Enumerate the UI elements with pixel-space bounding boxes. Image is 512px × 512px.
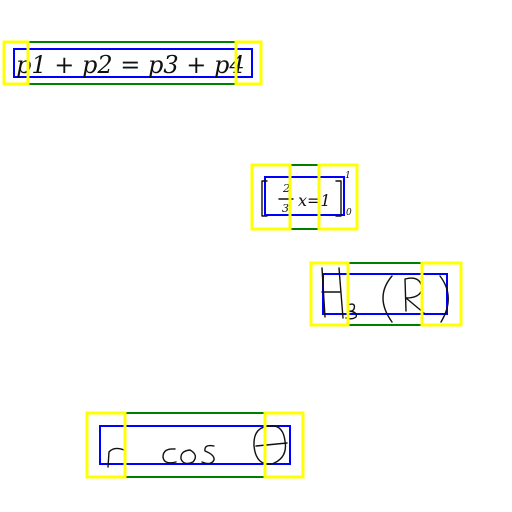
expression-1-inner-box [13,48,253,78]
expression-4-o [180,449,197,465]
expression-2-denominator: 3 [282,202,289,215]
expression-1-end-box [234,40,263,86]
expression-2-inner-box [264,176,345,216]
expression-4-r [107,447,125,468]
expression-4-s [201,444,215,465]
expression-1-handwriting: p1 + p2 = p3 + p4 [16,51,245,79]
expression-2-left-bracket [261,180,268,217]
expression-2-numerator: 2 [282,182,290,195]
expression-4 [85,411,305,479]
expression-1-text: p1 + p2 = p3 + p4 [16,51,245,79]
expression-4-start-box [85,411,127,479]
expression-2-upper-limit: 1 [345,171,351,181]
expression-3-outer-box [310,262,462,326]
expression-2-right-bracket [335,180,342,217]
expression-3-left-paren [382,275,393,323]
expression-2: 2 3 x=1 1 0 [250,163,359,231]
expression-1-start-box [2,40,30,86]
expression-1: p1 + p2 = p3 + p4 [2,40,263,86]
expression-3-end-box [420,261,463,327]
expression-3-H [321,267,344,319]
expression-2-start-box [250,163,292,231]
expression-2-handwriting: 2 3 x=1 1 0 [261,171,352,218]
expression-4-inner-box [99,425,291,465]
expression-4-c [162,448,177,464]
expression-3-start-box [309,261,350,327]
expression-2-lower-limit: 0 [346,208,352,218]
expression-3 [309,261,463,327]
expression-2-equation: x=1 [298,191,331,210]
expression-4-handwriting [107,425,288,468]
expression-4-end-box [263,411,305,479]
expression-2-end-box [317,163,359,231]
expression-4-theta [253,425,288,465]
expression-3-right-paren [439,275,449,323]
